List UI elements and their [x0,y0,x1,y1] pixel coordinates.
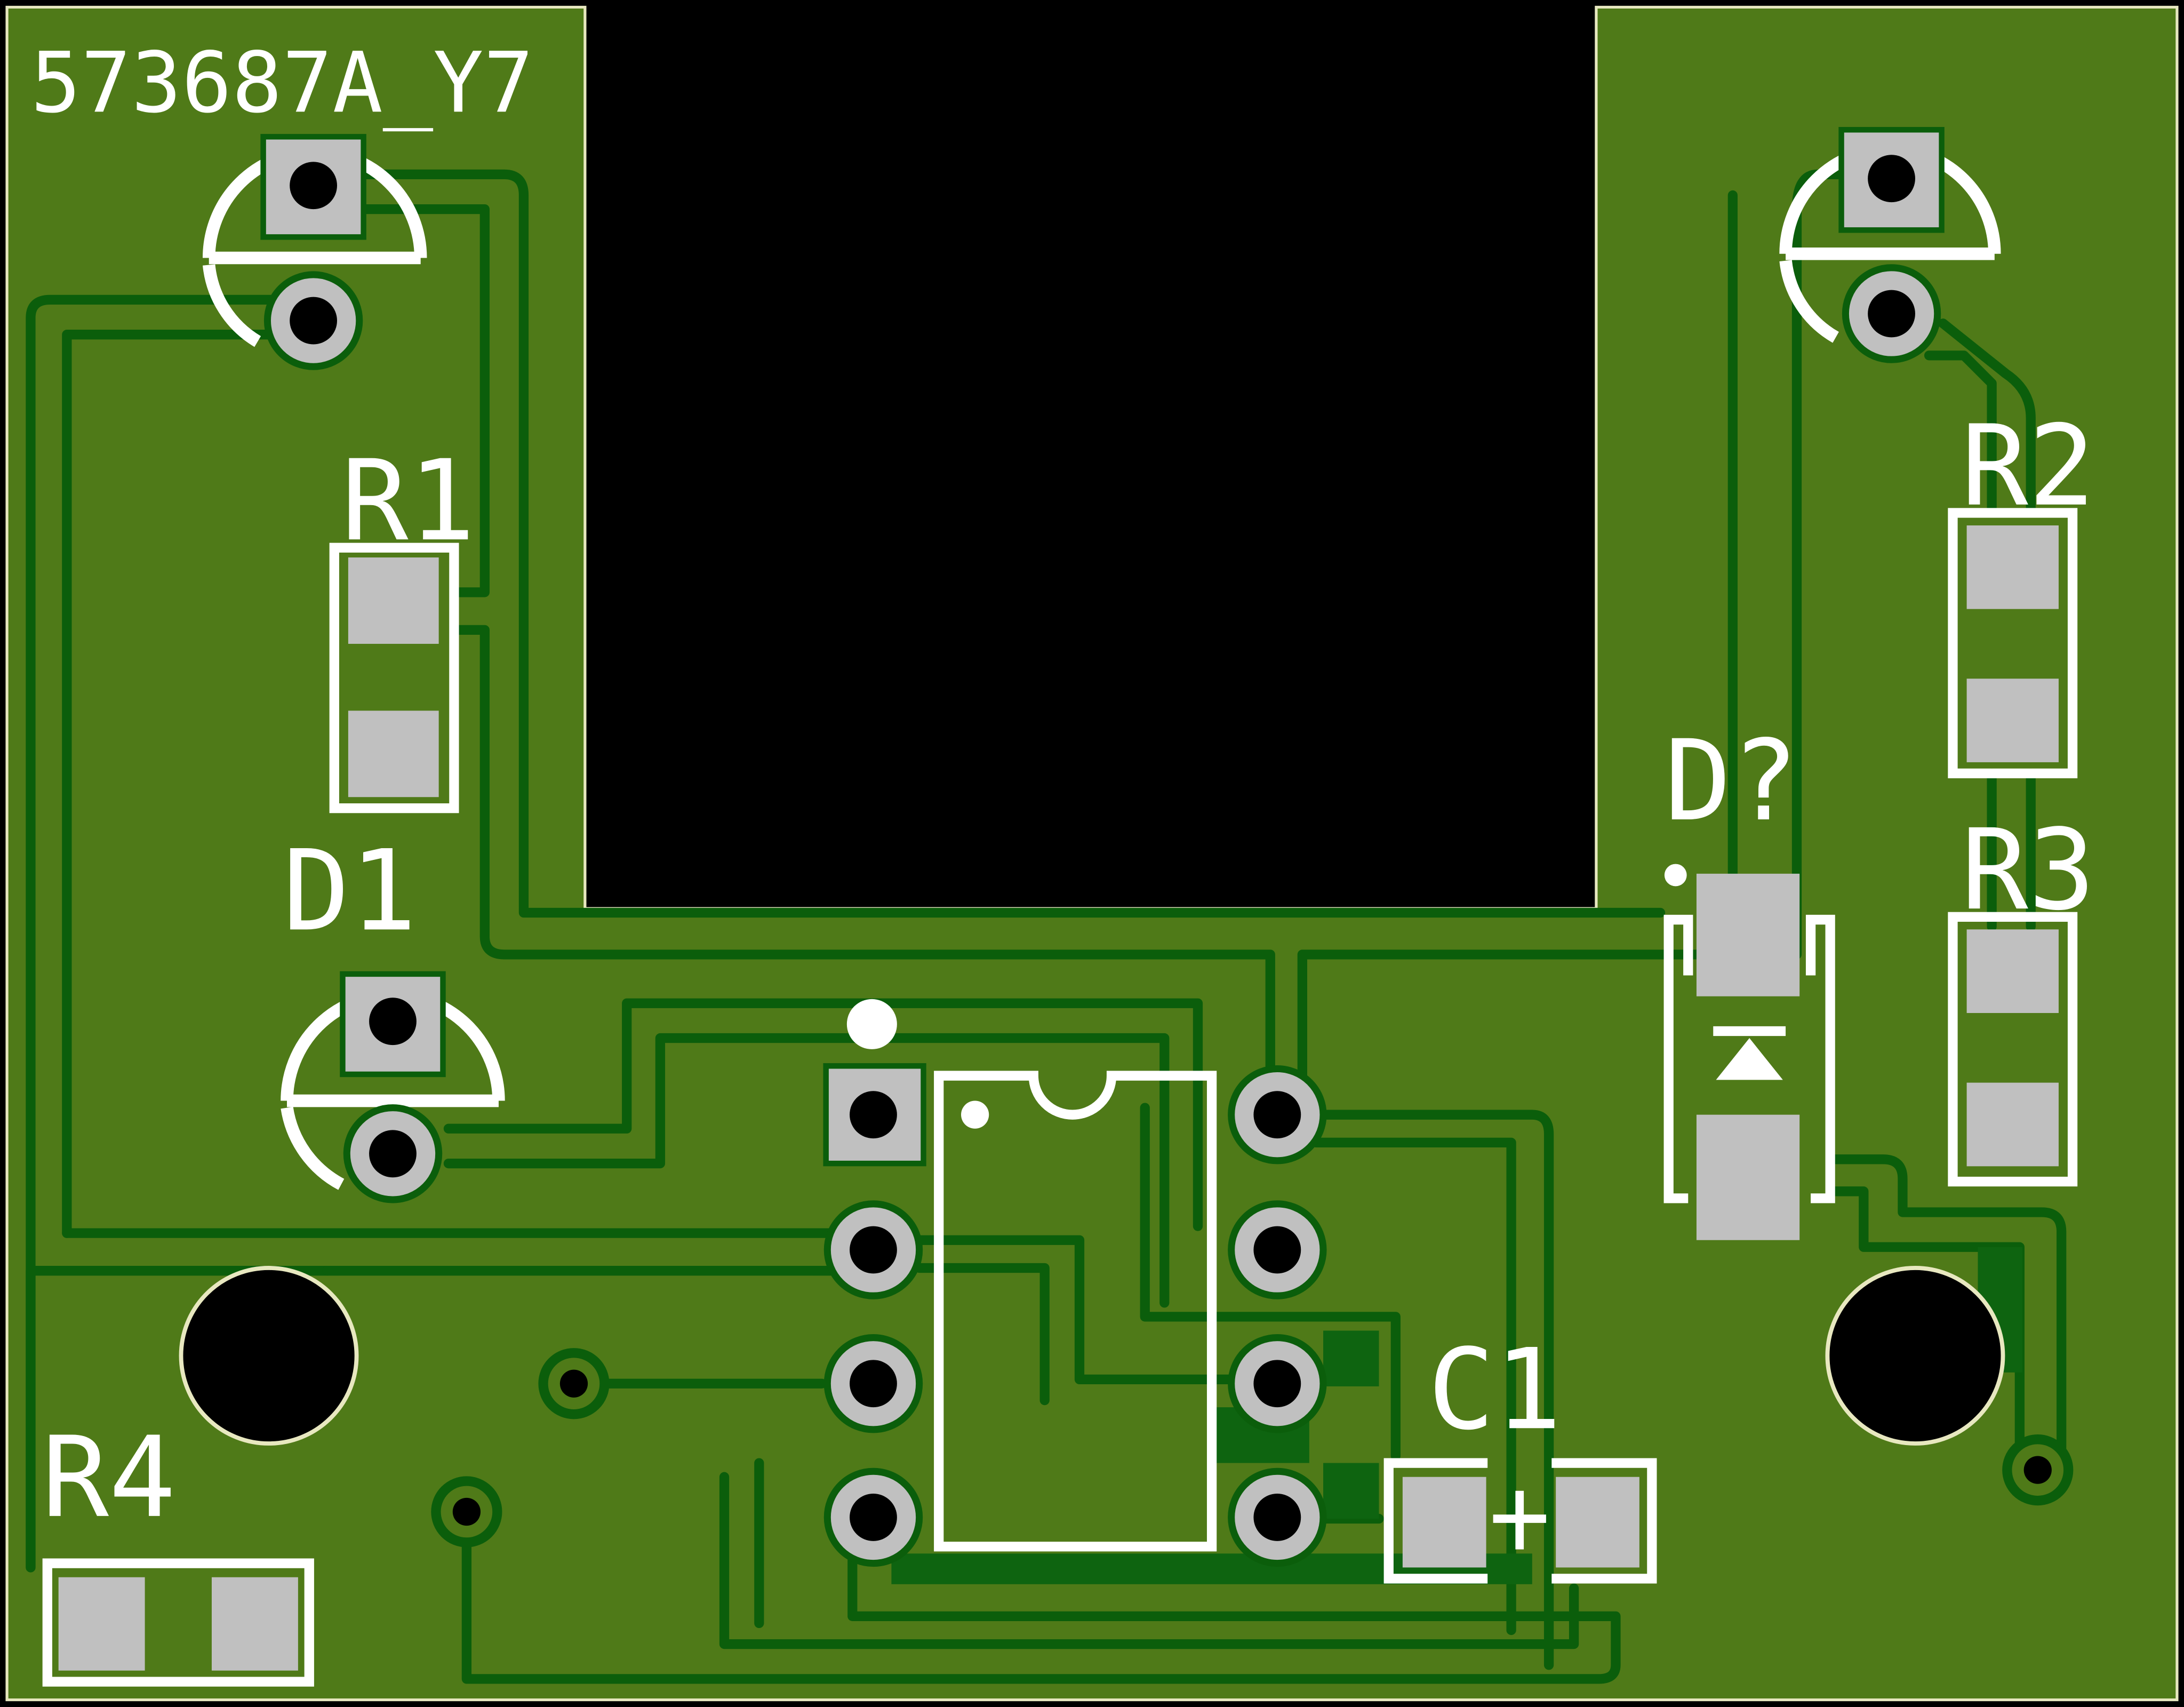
resistor-r3 [1948,912,2078,1187]
led-footprint-top-left [202,134,427,370]
label-r1: R1 [341,436,476,566]
mounting-hole-left [179,1266,359,1446]
board-outline [5,5,2179,1702]
led-footprint-top-right [1779,127,2001,363]
led-footprint-d1 [281,971,505,1203]
capacitor-c1 [1383,1458,1657,1584]
label-c1: C1 [1428,1325,1562,1455]
mounting-holes [179,1266,2005,1446]
label-r2: R2 [1961,402,2095,531]
label-d2: D? [1665,716,1799,846]
resistor-r1 [329,543,459,813]
label-r3: R3 [1961,805,2095,935]
diode-d2 [1663,864,1835,1240]
mounting-hole-right [1825,1266,2005,1446]
resistor-r2 [1948,508,2078,778]
board-id-label: 573687A_Y7 [30,34,533,131]
ic-dip8 [823,999,1327,1567]
vias [431,1348,2074,1548]
resistor-r4 [42,1558,314,1687]
label-d1: D1 [283,826,417,956]
label-r4: R4 [42,1413,176,1543]
